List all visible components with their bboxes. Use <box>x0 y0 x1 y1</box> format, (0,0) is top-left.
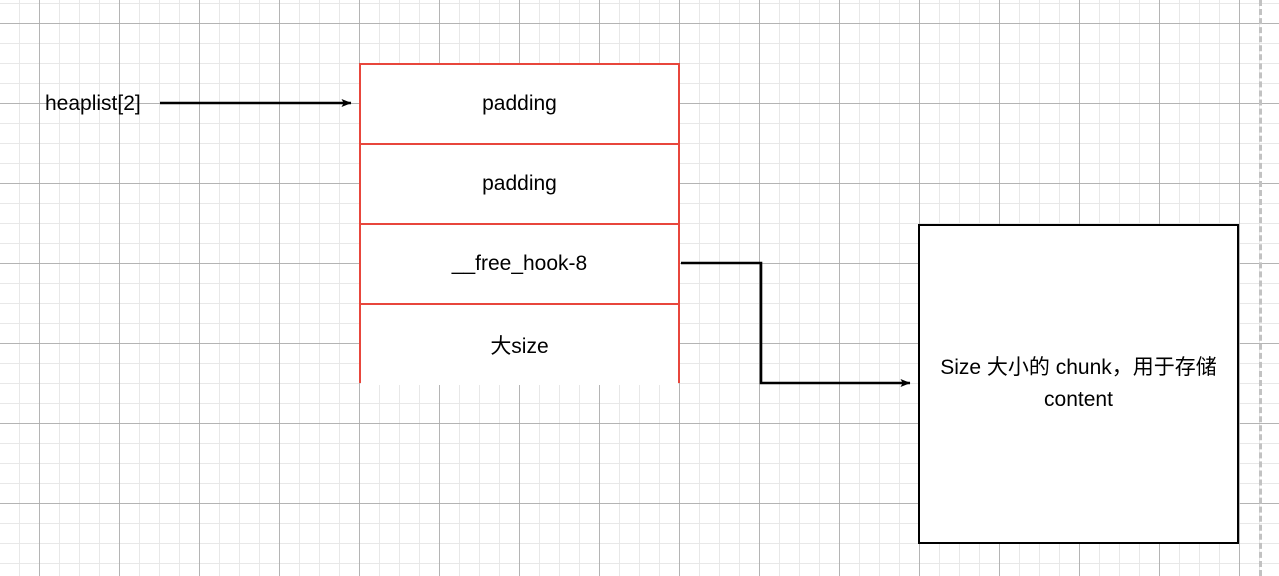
struct-row-padding-1[interactable]: padding <box>361 65 678 145</box>
struct-row-label: __free_hook-8 <box>451 252 588 275</box>
struct-row-label: padding <box>482 92 557 115</box>
struct-row-label: padding <box>482 172 557 195</box>
struct-row-free-hook[interactable]: __free_hook-8 <box>361 225 678 305</box>
content-chunk-label: Size 大小的 chunk，用于存储content <box>940 356 1217 411</box>
free-hook-to-chunk-arrow <box>681 261 911 387</box>
heaplist-struct-box[interactable]: padding padding __free_hook-8 大size <box>359 63 680 385</box>
struct-row-label: 大size <box>490 335 549 358</box>
struct-row-padding-2[interactable]: padding <box>361 145 678 225</box>
struct-row-size[interactable]: 大size <box>361 305 678 385</box>
heaplist-pointer-label: heaplist[2] <box>45 92 141 115</box>
content-chunk-box[interactable]: Size 大小的 chunk，用于存储content <box>918 224 1239 544</box>
page-break-guide <box>1259 0 1262 576</box>
